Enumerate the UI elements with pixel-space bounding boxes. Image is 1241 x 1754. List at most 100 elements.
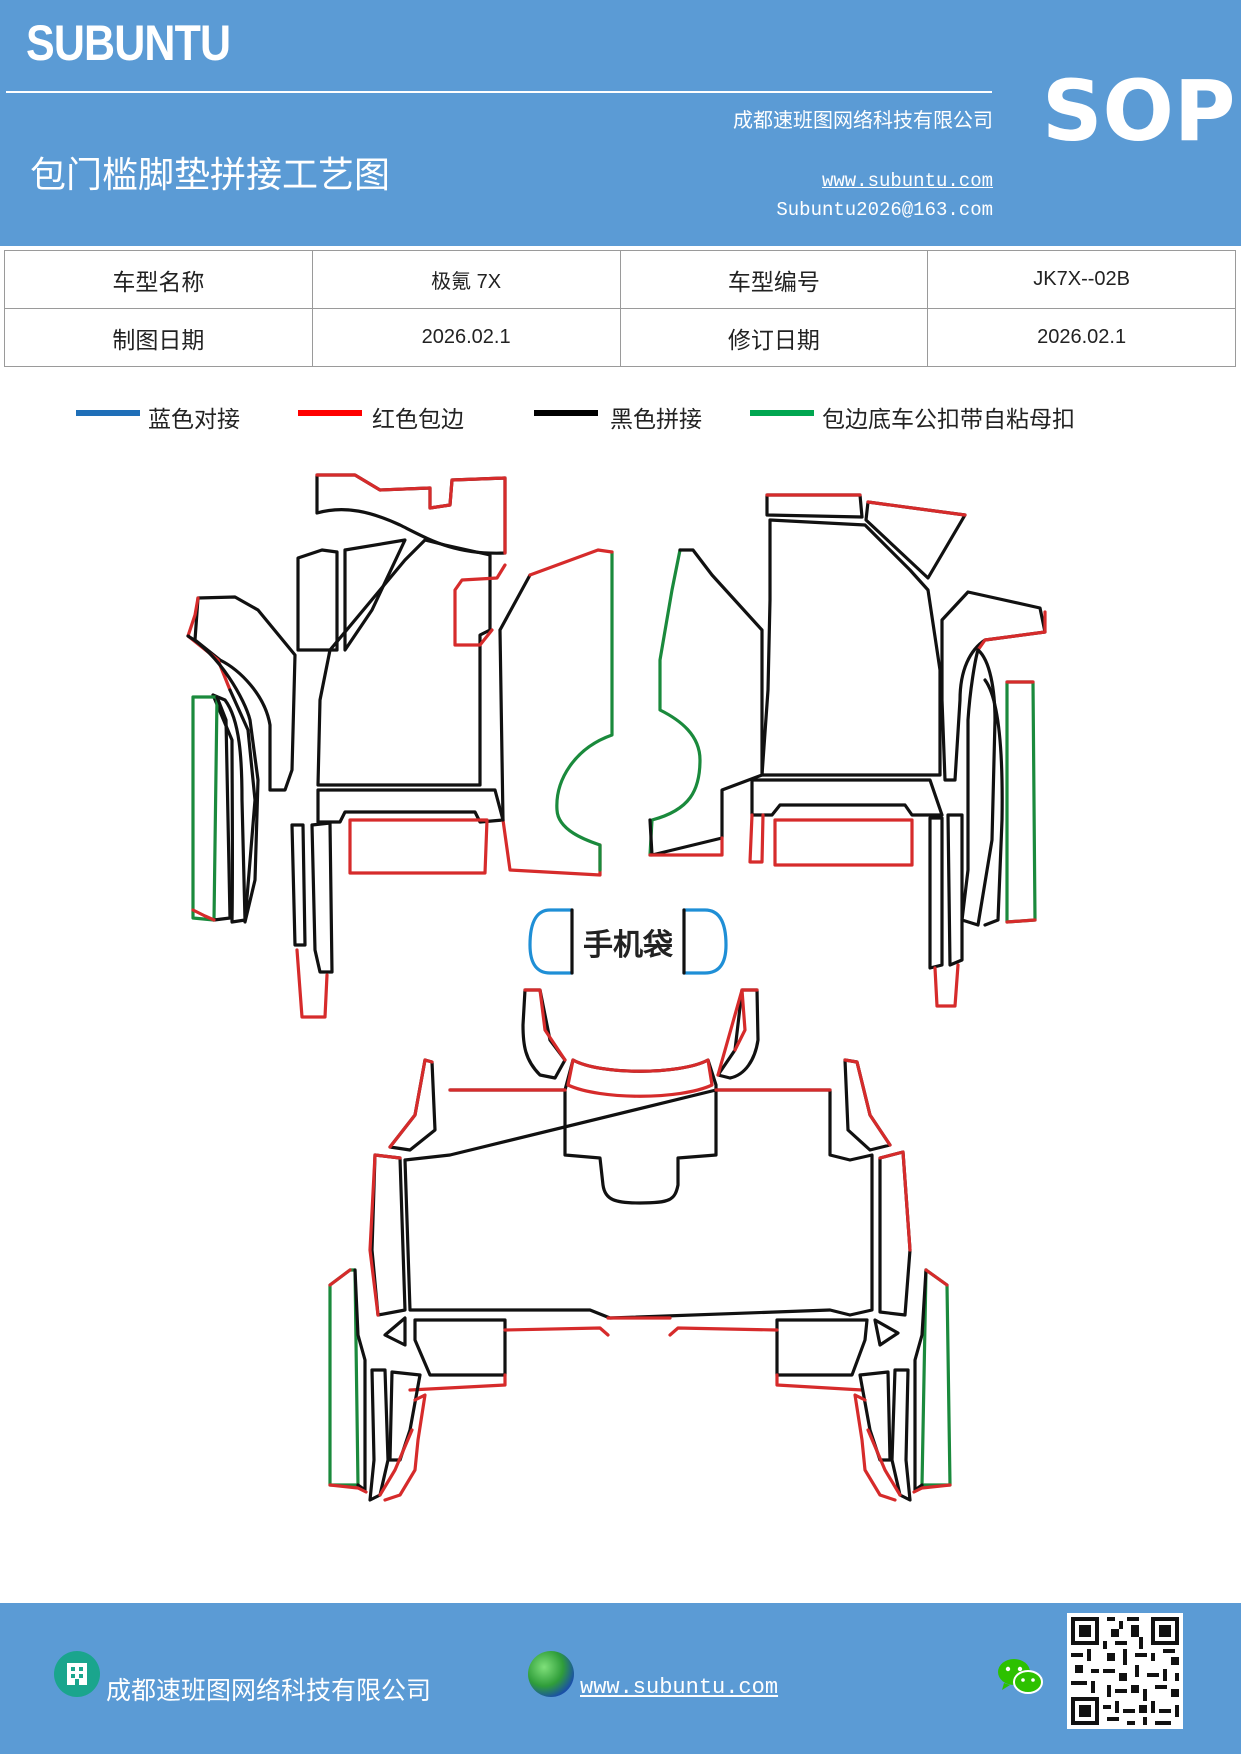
mat-piece-right-mid-panel — [648, 548, 764, 857]
rear-right-column-2 — [858, 1370, 892, 1462]
rear-right-outer — [913, 1268, 928, 1492]
legend-swatch-black — [534, 410, 598, 416]
mat-piece-left-red-notch — [453, 563, 507, 647]
sop-badge: SOP — [1042, 62, 1236, 160]
mat-piece-top-strip-edge — [315, 473, 507, 555]
phone-pocket-left-bracket — [528, 908, 574, 975]
mat-piece-right-outer-red — [976, 610, 1047, 652]
mat-piece-right-strip-red — [1005, 680, 1037, 924]
mat-piece-right-long-black — [983, 678, 1004, 927]
mat-piece-center-long — [498, 573, 532, 822]
mat-piece-narrow-red — [295, 948, 329, 1019]
legend-label: 蓝色对接 — [148, 407, 240, 433]
rear-left-lower-red — [408, 1326, 610, 1392]
rear-upper-right-tab — [716, 988, 760, 1080]
header-website-link[interactable]: www.subuntu.com — [821, 170, 993, 192]
mat-piece-right-narrow-2 — [946, 813, 964, 967]
mat-piece-bottom-box — [348, 818, 489, 875]
footer-website-link[interactable]: www.subuntu.com — [580, 1675, 779, 1700]
mat-piece-top-triangle-right-red — [866, 500, 967, 517]
rear-mat-group — [328, 988, 952, 1502]
mat-piece-left-panel — [296, 548, 339, 652]
model-name-label: 车型名称 — [4, 250, 313, 309]
rear-left-column-red — [378, 1393, 427, 1502]
rear-right-triangle — [873, 1318, 900, 1347]
mat-piece-right-narrow-red — [933, 963, 960, 1008]
vehicle-info-table: 车型名称 极氪 7X 车型编号 JK7X--02B 制图日期 2026.02.1… — [4, 250, 1236, 367]
revision-date-value: 2026.02.1 — [927, 308, 1236, 367]
header-company-name: 成都速班图网络科技有限公司 — [733, 108, 993, 132]
mat-piece-left-long — [211, 693, 247, 924]
mat-piece-center-panel — [316, 538, 492, 787]
mat-piece-left-red-bottom — [191, 908, 216, 922]
rear-right-lower-box — [775, 1318, 869, 1377]
rear-upper-left-tab — [521, 988, 567, 1080]
rear-right-column-1 — [890, 1368, 912, 1502]
mat-piece-center-green-left — [555, 550, 614, 872]
mat-piece-left-curve — [186, 634, 260, 924]
rear-upper-left-tab-red — [523, 988, 567, 1062]
rear-right-lower-red — [668, 1326, 864, 1392]
rear-left-lower-box — [413, 1318, 507, 1377]
rear-right-outer-red — [912, 1268, 952, 1494]
mat-piece-right-center-panel — [760, 518, 942, 777]
mat-piece-center-red-left — [528, 548, 614, 577]
rear-left-wing-red — [388, 1058, 434, 1149]
mat-piece-top-strip — [315, 473, 507, 555]
rear-center-top-red — [566, 1058, 714, 1098]
rear-right-side-red — [878, 1150, 912, 1252]
rear-left-side-red — [368, 1153, 402, 1317]
mat-piece-center-long-red — [501, 818, 602, 877]
rear-left-column-1 — [368, 1368, 390, 1502]
front-right-mat-group — [648, 493, 1047, 1008]
mat-piece-left-triangle — [343, 538, 407, 652]
footer-banner: 成都速班图网络科技有限公司 www.subuntu.com — [0, 1603, 1241, 1754]
mat-piece-left-strip-green — [191, 695, 219, 922]
qr-code[interactable] — [1067, 1613, 1183, 1729]
rear-center-top — [563, 1058, 718, 1205]
rear-left-outer — [353, 1268, 367, 1492]
revision-date-label: 修订日期 — [619, 308, 929, 367]
rear-left-outer-red — [328, 1268, 368, 1494]
building-icon — [54, 1651, 100, 1697]
rear-upper-right-tab-red — [716, 988, 759, 1077]
rear-right-outer-green — [920, 1268, 952, 1487]
mat-piece-left-strip-black — [212, 695, 232, 922]
table-row: 制图日期 2026.02.1 修订日期 2026.02.1 — [4, 308, 1236, 367]
mat-piece-right-red-bottom — [648, 836, 724, 857]
mat-piece-right-narrow-1 — [928, 816, 944, 970]
mat-piece-front-outer — [193, 595, 297, 792]
front-left-mat-group — [186, 473, 614, 1019]
mat-piece-narrow-strip-1 — [290, 823, 307, 947]
rear-left-side — [370, 1153, 407, 1317]
mat-piece-right-bottom-bar — [750, 778, 944, 817]
mat-piece-right-curve — [960, 648, 997, 927]
legend-swatch-green — [750, 410, 814, 416]
phone-pocket-label: 手机袋 — [583, 928, 673, 963]
header-banner: SUBUNTU 成都速班图网络科技有限公司 包门槛脚垫拼接工艺图 www.sub… — [0, 0, 1241, 246]
page-title: 包门槛脚垫拼接工艺图 — [30, 155, 391, 196]
model-code-value: JK7X--02B — [927, 250, 1236, 309]
legend-label: 红色包边 — [372, 407, 464, 433]
mat-splicing-diagram: 手机袋 — [186, 473, 1047, 1502]
model-name-value: 极氪 7X — [311, 250, 621, 309]
rear-right-column-red — [853, 1393, 902, 1502]
rear-right-wing-red — [843, 1058, 892, 1147]
mat-piece-front-outer-red — [186, 596, 232, 692]
mat-piece-top-bar-right — [765, 493, 864, 519]
rear-left-triangle — [383, 1316, 407, 1347]
table-row: 车型名称 极氪 7X 车型编号 JK7X--02B — [4, 250, 1236, 309]
legend-swatch-red — [298, 410, 362, 416]
wechat-icon[interactable] — [996, 1655, 1044, 1699]
mat-piece-narrow-strip-2 — [310, 821, 334, 974]
footer-company-name: 成都速班图网络科技有限公司 — [106, 1676, 432, 1705]
phone-pocket-right-bracket — [682, 908, 728, 975]
mat-piece-bottom-bar — [316, 788, 505, 824]
mat-piece-right-green-panel — [648, 548, 702, 857]
mat-piece-right-strip-green — [1005, 680, 1037, 924]
legend-label: 黑色拼接 — [610, 407, 702, 433]
drawing-date-label: 制图日期 — [4, 308, 313, 367]
brand-logo-text: SUBUNTU — [26, 15, 231, 71]
rear-left-outer-green — [328, 1268, 360, 1487]
mat-piece-right-mid-red — [748, 813, 765, 864]
